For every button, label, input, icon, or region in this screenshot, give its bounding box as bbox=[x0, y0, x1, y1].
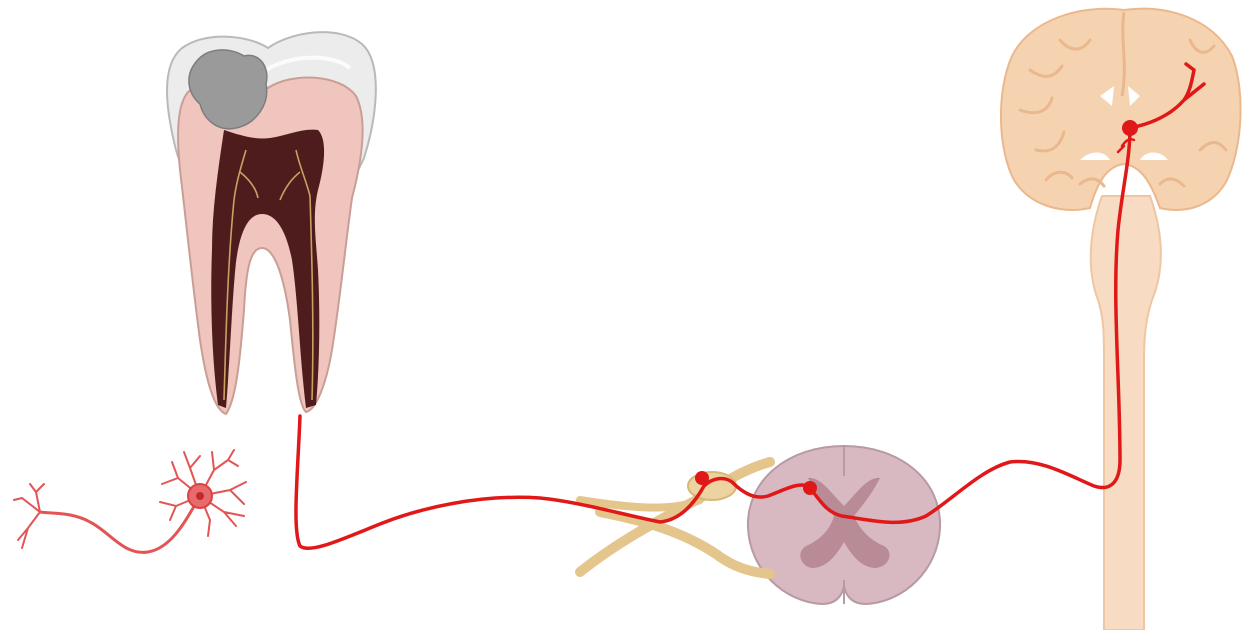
neuron-icon bbox=[14, 450, 246, 552]
first-order-neuron-fiber bbox=[296, 416, 808, 548]
dorsal-horn-synapse bbox=[803, 481, 817, 495]
neuron-nucleus bbox=[196, 492, 204, 500]
tooth-icon bbox=[167, 32, 376, 414]
dorsal-root-ganglion bbox=[688, 472, 736, 500]
axon-terminal-branches bbox=[14, 484, 44, 548]
brain-icon bbox=[1001, 9, 1241, 630]
brainstem-icon bbox=[1091, 196, 1161, 630]
ganglion-cell-body bbox=[695, 471, 709, 485]
brain-cerebrum bbox=[1001, 9, 1241, 210]
spinal-cord-section-icon bbox=[748, 446, 940, 604]
brain-midline-fissure bbox=[1122, 12, 1124, 96]
tooth-dentin bbox=[178, 78, 363, 414]
thalamus-synapse bbox=[1122, 120, 1138, 136]
neuron-axon bbox=[40, 496, 200, 552]
